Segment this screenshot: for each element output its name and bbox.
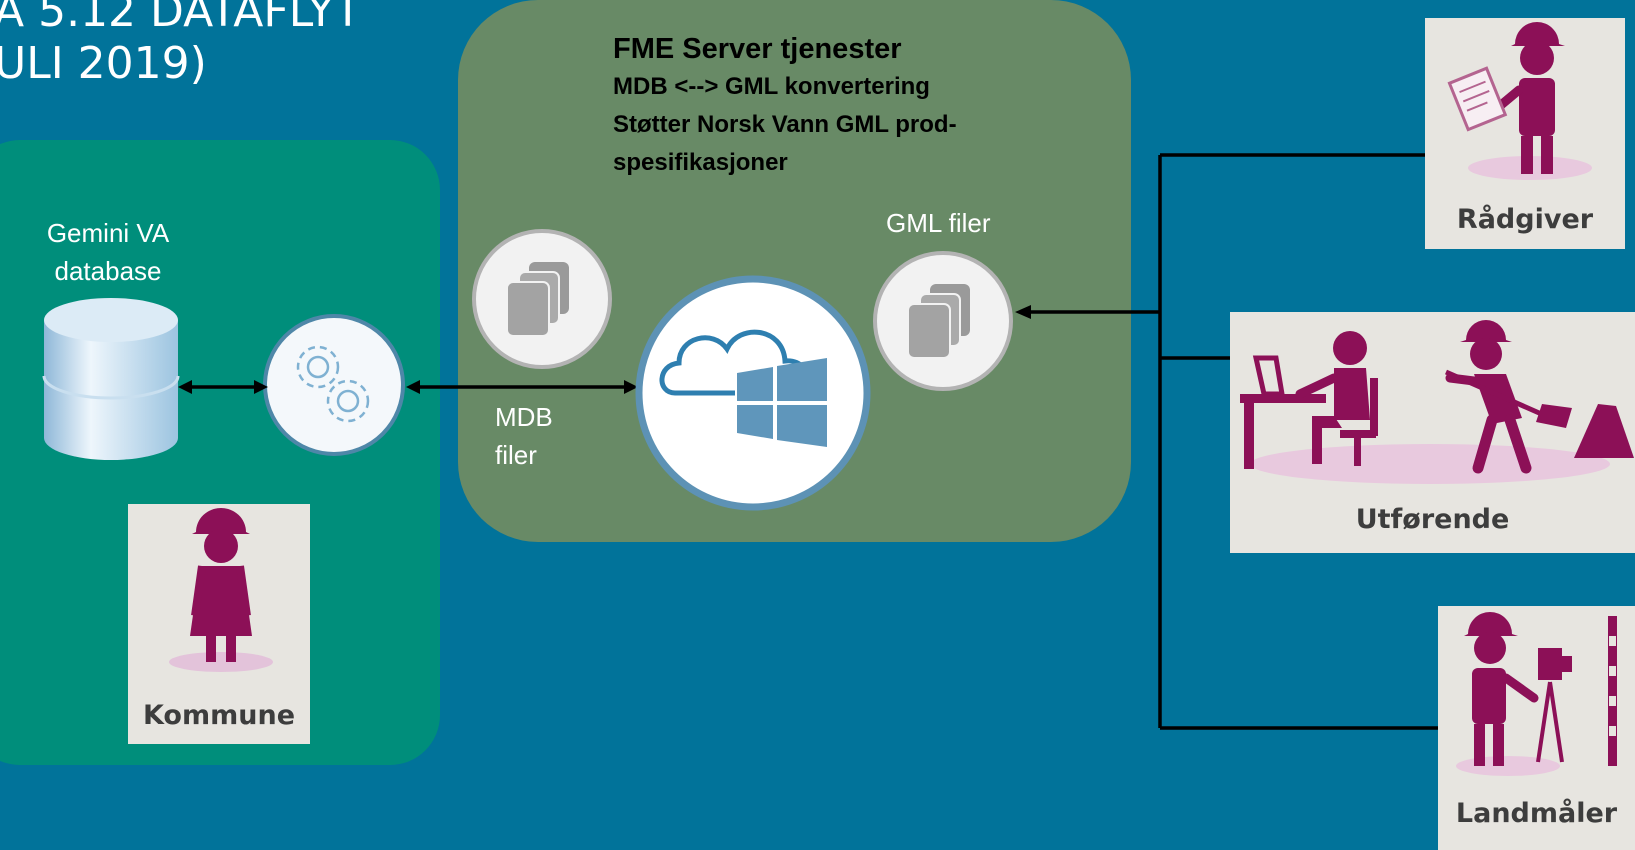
landmaler-card: Landmåler	[1438, 606, 1635, 850]
gml-files-label: GML filer	[886, 208, 991, 238]
fme-line-1: MDB <--> GML konvertering	[613, 73, 930, 100]
database-label: Gemini VA database	[46, 218, 170, 286]
kommune-person-icon	[169, 508, 273, 672]
fme-heading: FME Server tjenester	[613, 33, 902, 65]
arrow-db-gear	[178, 380, 268, 394]
utforende-label: Utførende	[1355, 504, 1510, 535]
fme-line-3: spesifikasjoner	[613, 149, 788, 176]
kommune-label: Kommune	[142, 700, 296, 731]
fme-description: FME Server tjenester MDB <--> GML konver…	[613, 30, 1083, 182]
utforende-card: Utførende	[1230, 312, 1635, 553]
mdb-files-label: MDB filer	[495, 402, 553, 470]
fme-server-cloud-icon	[635, 275, 871, 511]
landmaler-label: Landmåler	[1455, 798, 1618, 829]
arrow-gear-fme	[406, 380, 638, 394]
fme-line-2: Støtter Norsk Vann GML prod-	[613, 111, 957, 138]
landmaler-person-icon	[1456, 612, 1617, 776]
radgiver-label: Rådgiver	[1456, 204, 1594, 235]
gml-files-icon	[873, 251, 1013, 391]
mdb-files-icon	[472, 229, 612, 369]
slide-title: A 5.12 DATAFLYT ULI 2019)	[0, 0, 362, 89]
radgiver-card: Rådgiver	[1425, 18, 1625, 249]
kommune-card: Kommune	[128, 504, 310, 744]
radgiver-person-icon	[1447, 22, 1592, 180]
database-icon	[42, 298, 180, 460]
sync-gears-icon	[263, 314, 405, 456]
utforende-workers-icon	[1240, 320, 1634, 484]
